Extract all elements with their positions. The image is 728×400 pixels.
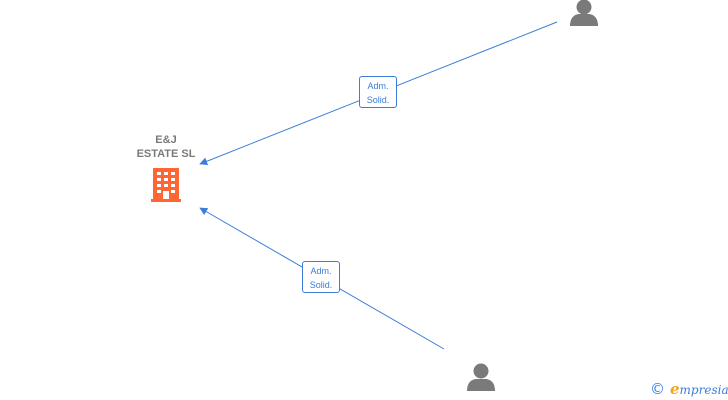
relation-role-line1: Adm. [367,81,389,91]
relation-label-1[interactable]: Adm. Solid. [359,76,397,108]
empresia-watermark: © empresia [650,379,728,399]
relation-role-line1: Adm. [310,266,332,276]
company-name-label[interactable]: E&J ESTATE SL [120,133,212,161]
company-name-line2: ESTATE SL [136,148,196,160]
relation-role-line2: Solid. [366,95,390,105]
person-icon[interactable] [467,363,495,392]
brand-logo: empresia [670,380,728,398]
brand-rest: mpresia [679,383,728,397]
relation-role-line2: Solid. [309,280,333,290]
brand-initial: e [670,380,680,398]
office-building-icon[interactable] [151,168,181,202]
company-name-line1: E&J [155,134,177,146]
copyright-icon: © [650,380,665,398]
relation-label-2[interactable]: Adm. Solid. [302,261,340,293]
person-icon[interactable] [570,0,598,26]
